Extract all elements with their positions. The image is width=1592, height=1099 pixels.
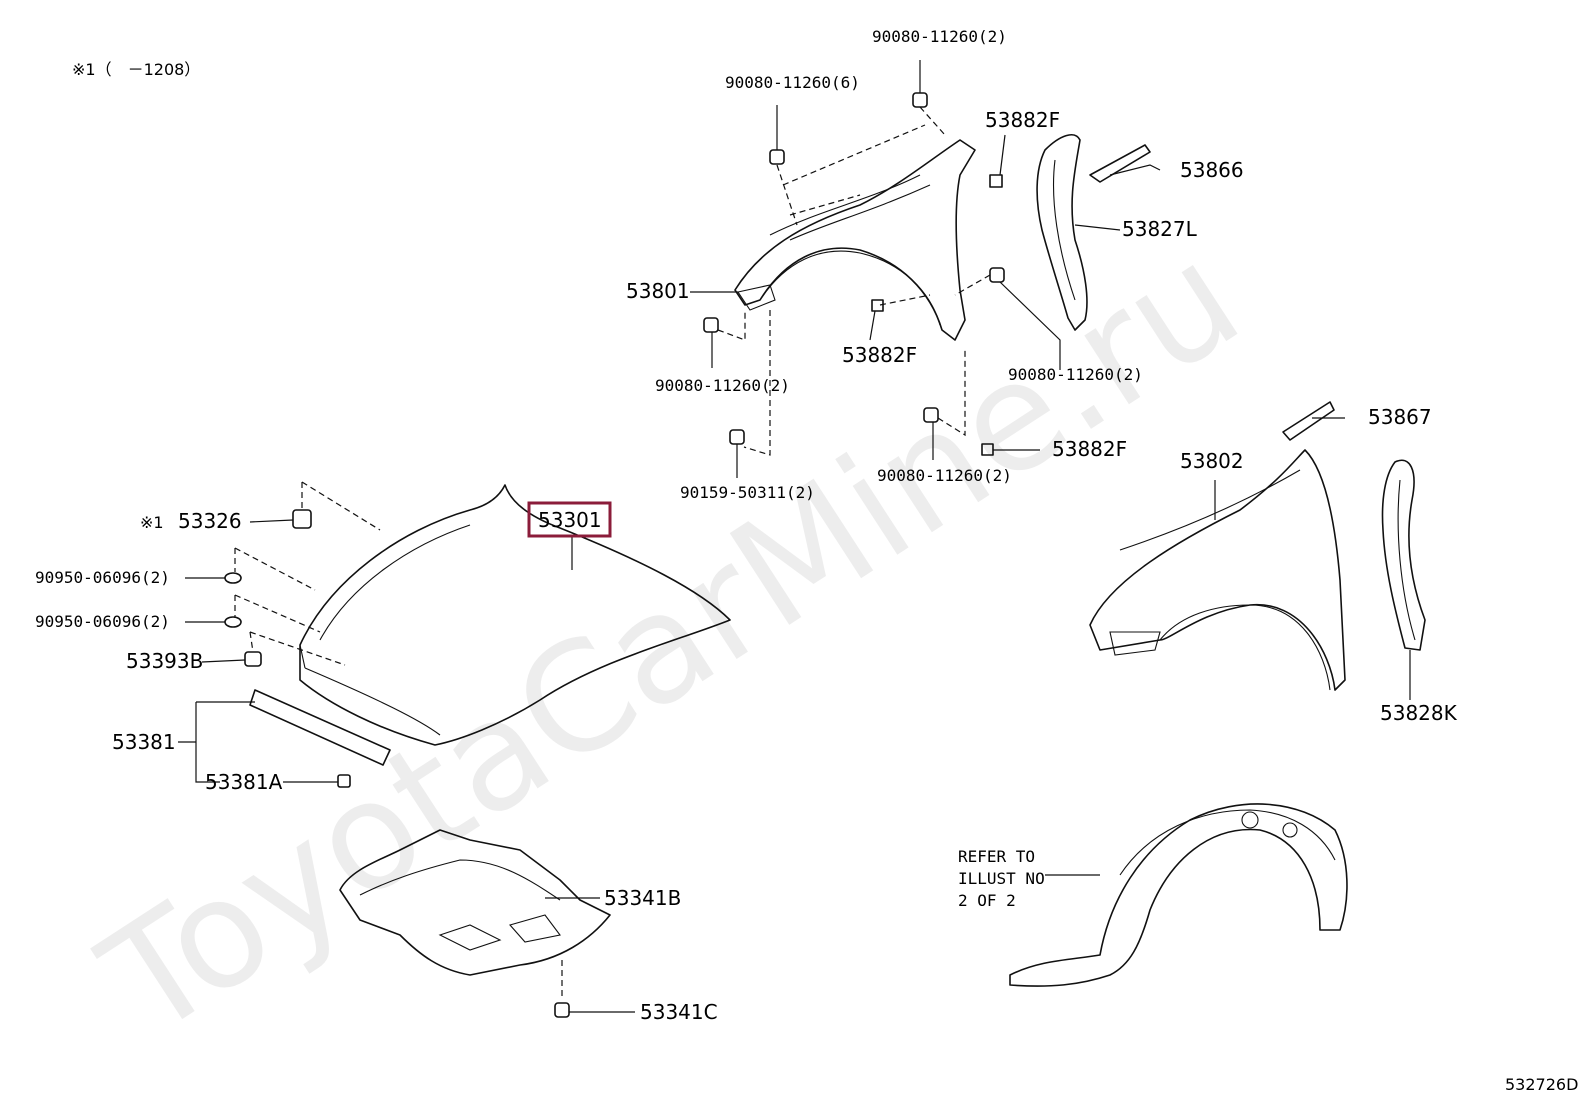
front-fender-right-drawing[interactable] [1089, 449, 1346, 691]
label-53301[interactable]: 53301 [538, 508, 602, 532]
cushion-icon [224, 616, 242, 628]
engine-under-cover-drawing[interactable] [339, 829, 611, 1018]
label-53882F-mid[interactable]: 53882F [842, 343, 917, 367]
hood-bumper-icon [244, 651, 262, 667]
fender-assembly-lines [717, 106, 991, 456]
hood-stay-holder-icon [292, 509, 312, 529]
label-cushion-1[interactable]: 90950-06096(2) [35, 568, 170, 587]
label-53882F-top[interactable]: 53882F [985, 108, 1060, 132]
hood-assembly-lines [234, 481, 381, 666]
label-bolt-top-6[interactable]: 90080-11260(6) [725, 73, 860, 92]
label-bolt-left-2[interactable]: 90080-11260(2) [655, 376, 790, 395]
label-bolt-top-2[interactable]: 90080-11260(2) [872, 27, 1007, 46]
label-53381[interactable]: 53381 [112, 730, 176, 754]
bolt-icon [912, 92, 928, 108]
bolt-icon [769, 149, 785, 165]
leader-lines [178, 60, 1411, 1013]
label-53828K[interactable]: 53828K [1380, 701, 1458, 725]
label-screw-2[interactable]: 90159-50311(2) [680, 483, 815, 502]
clip-icon [554, 1002, 570, 1018]
clip-icon [989, 174, 1003, 188]
label-53341C[interactable]: 53341C [640, 1000, 718, 1024]
label-bolt-bot-2[interactable]: 90080-11260(2) [877, 466, 1012, 485]
label-53827L[interactable]: 53827L [1122, 217, 1198, 241]
front-fender-left-drawing[interactable] [734, 139, 976, 341]
bolt-icon [703, 317, 719, 333]
highlight-box [527, 501, 612, 538]
label-refer-line2: ILLUST NO [958, 869, 1045, 888]
label-53326-mark: ※1 [140, 513, 164, 532]
clip-icon [871, 299, 884, 312]
bolt-icon [923, 407, 939, 423]
screw-icon [729, 429, 745, 445]
part-labels: 90080-11260(2) 90080-11260(6) 53882F 538… [35, 27, 1578, 1094]
cushion-icon [224, 572, 242, 584]
fender-liner-drawing[interactable] [1009, 803, 1348, 987]
fender-liner-53827L-drawing[interactable] [1036, 134, 1088, 331]
applicability-note: ※1（ －1208） [72, 60, 200, 79]
label-53802[interactable]: 53802 [1180, 449, 1244, 473]
label-refer-line1: REFER TO [958, 847, 1035, 866]
fender-seal-53866-drawing[interactable] [1089, 144, 1151, 183]
label-53381A[interactable]: 53381A [205, 770, 283, 794]
label-53867[interactable]: 53867 [1368, 405, 1432, 429]
label-refer-line3: 2 OF 2 [958, 891, 1016, 910]
clip-icon [337, 774, 351, 788]
hood-drawing[interactable] [299, 484, 731, 746]
label-53866[interactable]: 53866 [1180, 158, 1244, 182]
label-cushion-2[interactable]: 90950-06096(2) [35, 612, 170, 631]
fender-seal-53867-drawing[interactable] [1282, 401, 1335, 441]
label-53393B[interactable]: 53393B [126, 649, 203, 673]
label-53801[interactable]: 53801 [626, 279, 690, 303]
label-53882F-bot[interactable]: 53882F [1052, 437, 1127, 461]
label-bolt-right-2[interactable]: 90080-11260(2) [1008, 365, 1143, 384]
bolt-icon [989, 267, 1005, 283]
label-53326[interactable]: 53326 [178, 509, 242, 533]
fender-fasteners [703, 92, 1005, 456]
diagram-code: 532726D [1505, 1075, 1578, 1094]
hood-seal-icon [249, 689, 391, 766]
fender-liner-53828K-drawing[interactable] [1381, 459, 1426, 651]
label-53341B[interactable]: 53341B [604, 886, 681, 910]
